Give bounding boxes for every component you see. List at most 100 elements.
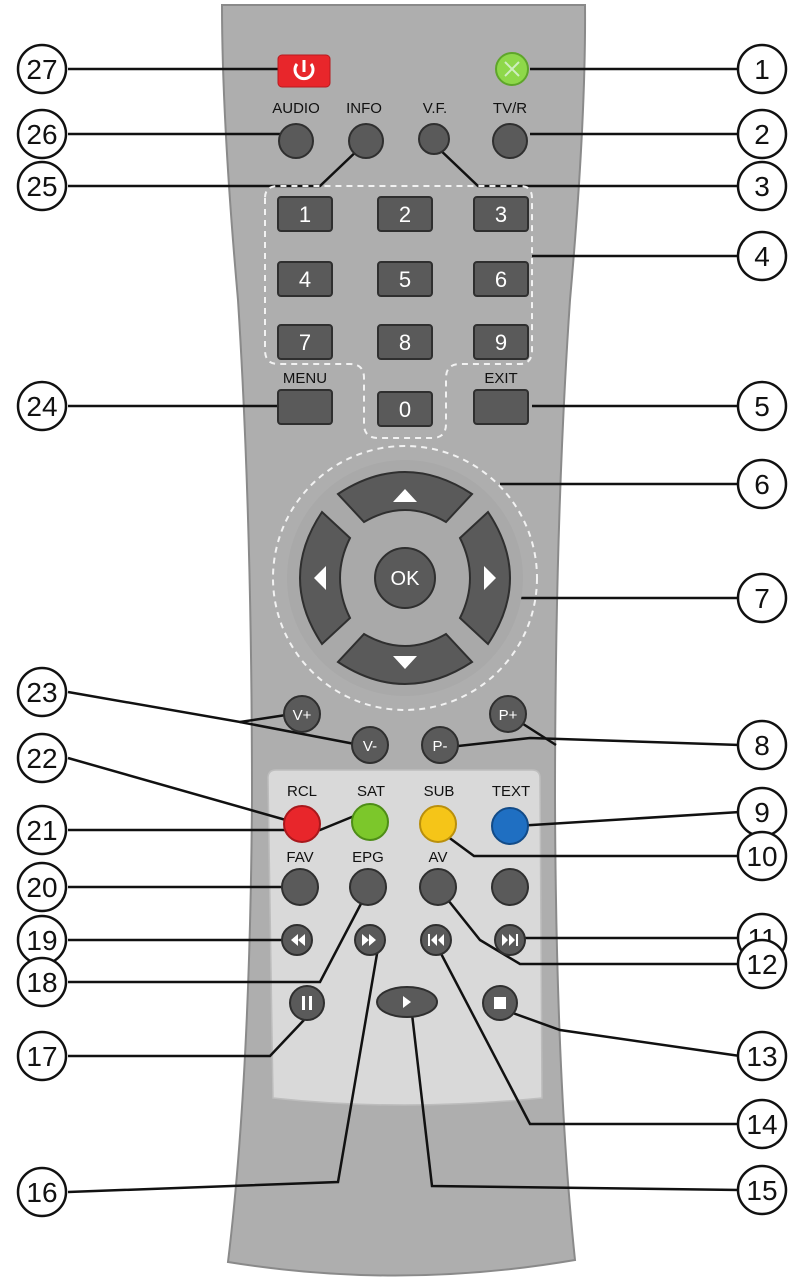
digit-2-label: 2 — [399, 202, 411, 227]
digit-5-button[interactable] — [377, 261, 433, 297]
callout-14: 14 — [746, 1109, 777, 1140]
callout-circle-6 — [736, 458, 788, 510]
callout-circle-10 — [736, 830, 788, 882]
pause-button[interactable] — [289, 985, 325, 1021]
digit-8-button[interactable] — [377, 324, 433, 360]
callout-22: 22 — [26, 743, 57, 774]
digit-9-button[interactable] — [473, 324, 529, 360]
digit-4-label: 4 — [299, 267, 311, 292]
digit-4-button[interactable] — [277, 261, 333, 297]
info-label: INFO — [346, 100, 382, 117]
digit-1-button[interactable] — [277, 196, 333, 232]
callout-circle-17 — [16, 1030, 68, 1082]
callout-circle-14 — [736, 1098, 788, 1150]
callout-13: 13 — [746, 1041, 777, 1072]
right-arrow-icon — [484, 566, 496, 590]
volume-down-label: V- — [363, 738, 377, 755]
digit-7-label: 7 — [299, 330, 311, 355]
callout-2: 2 — [754, 119, 770, 150]
tvr-label: TV/R — [493, 100, 527, 117]
callout-circle-20 — [16, 861, 68, 913]
volume-up-label: V+ — [293, 707, 312, 724]
digit-0-label: 0 — [399, 397, 411, 422]
green-sat-button[interactable] — [351, 803, 389, 841]
callout-26: 26 — [26, 119, 57, 150]
callout-27: 27 — [26, 54, 57, 85]
callout-circle-4 — [736, 230, 788, 282]
fav-button[interactable] — [281, 868, 319, 906]
callout-circle-7 — [736, 572, 788, 624]
callout-23: 23 — [26, 677, 57, 708]
callout-17: 17 — [26, 1041, 57, 1072]
digit-6-button[interactable] — [473, 261, 529, 297]
callout-circle-24 — [16, 380, 68, 432]
audio-button[interactable] — [278, 123, 314, 159]
ok-button[interactable] — [374, 547, 436, 609]
menu-button[interactable] — [277, 389, 333, 425]
navigation-pad-outline — [272, 445, 538, 711]
power-icon — [293, 60, 315, 81]
blank-button[interactable] — [491, 868, 529, 906]
callout-19: 19 — [26, 925, 57, 956]
exit-button[interactable] — [473, 389, 529, 425]
callout-circle-18 — [16, 956, 68, 1008]
navigation-pad: OK — [287, 460, 523, 696]
callout-circle-23 — [16, 666, 68, 718]
callout-20: 20 — [26, 872, 57, 903]
callout-6: 6 — [754, 469, 770, 500]
skip-back-icon — [428, 934, 444, 946]
program-up-button[interactable] — [489, 695, 527, 733]
callout-circle-15 — [736, 1164, 788, 1216]
sub-label: SUB — [424, 783, 455, 800]
blue-text-button[interactable] — [491, 807, 529, 845]
tvr-button[interactable] — [492, 123, 528, 159]
callout-1: 1 — [754, 54, 770, 85]
fav-label: FAV — [286, 849, 313, 866]
text-label: TEXT — [492, 783, 530, 800]
volume-down-button[interactable] — [351, 726, 389, 764]
up-arrow-icon — [393, 489, 417, 502]
rewind-icon — [291, 934, 305, 946]
callouts: 27 1 26 2 25 3 4 24 5 6 7 23 8 22 9 21 1… — [16, 43, 788, 1218]
callout-15: 15 — [746, 1175, 777, 1206]
callout-circle-12 — [736, 938, 788, 990]
digit-2-button[interactable] — [377, 196, 433, 232]
epg-button[interactable] — [349, 868, 387, 906]
callout-16: 16 — [26, 1177, 57, 1208]
left-arrow-icon — [314, 566, 326, 590]
digit-0-button[interactable] — [377, 391, 433, 427]
callout-8: 8 — [754, 730, 770, 761]
av-label: AV — [429, 849, 448, 866]
callout-18: 18 — [26, 967, 57, 998]
callout-3: 3 — [754, 171, 770, 202]
callout-circle-2 — [736, 108, 788, 160]
digit-6-label: 6 — [495, 267, 507, 292]
callout-circle-26 — [16, 108, 68, 160]
info-button[interactable] — [348, 123, 384, 159]
program-down-label: P- — [433, 738, 448, 755]
ok-label: OK — [391, 568, 421, 590]
epg-label: EPG — [352, 849, 384, 866]
lower-button-panel — [267, 769, 543, 1106]
vf-button[interactable] — [418, 123, 450, 155]
number-pad: 1 2 3 4 5 6 7 8 9 — [277, 196, 529, 360]
down-arrow-icon — [393, 656, 417, 669]
stop-icon — [494, 997, 506, 1009]
yellow-sub-button[interactable] — [419, 805, 457, 843]
pause-icon — [302, 996, 312, 1010]
program-down-button[interactable] — [421, 726, 459, 764]
exit-label: EXIT — [484, 370, 517, 387]
digit-3-button[interactable] — [473, 196, 529, 232]
vf-label: V.F. — [423, 100, 447, 117]
digit-1-label: 1 — [299, 202, 311, 227]
audio-label: AUDIO — [272, 100, 320, 117]
volume-up-button[interactable] — [283, 695, 321, 733]
callout-24: 24 — [26, 391, 57, 422]
digit-7-button[interactable] — [277, 324, 333, 360]
callout-21: 21 — [26, 815, 57, 846]
av-button[interactable] — [419, 868, 457, 906]
red-rcl-button[interactable] — [283, 805, 321, 843]
callout-circle-5 — [736, 380, 788, 432]
digit-8-label: 8 — [399, 330, 411, 355]
